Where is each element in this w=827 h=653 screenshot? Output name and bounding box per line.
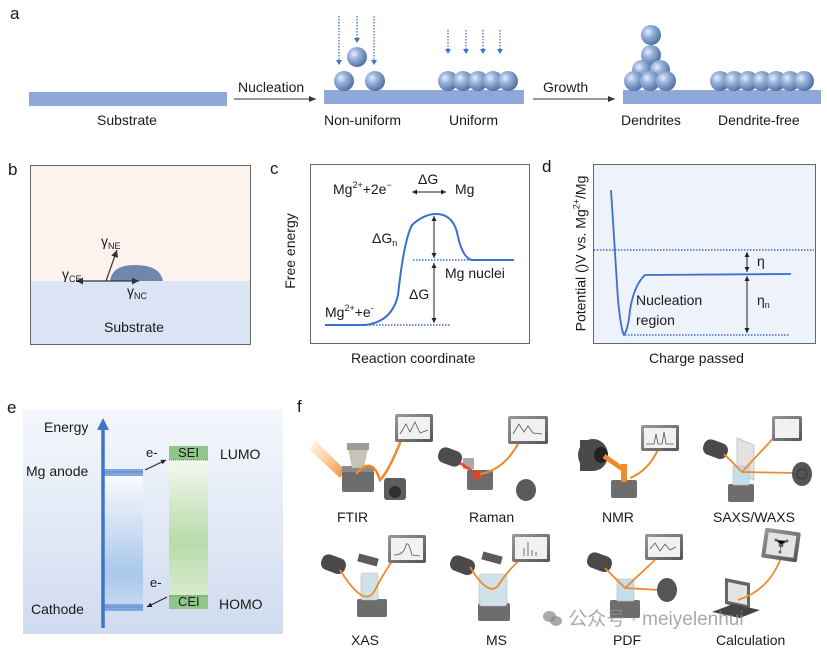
panel-a-graphics [29,16,821,106]
panel-d-label: d [542,157,552,176]
technique-label-nmr: NMR [602,509,634,525]
anode-level [104,469,143,476]
nmr-instrument-icon [578,425,679,498]
watermark-text: 公众号 · meiyelenhui [568,609,744,630]
panel-b-label: b [8,160,18,179]
panel-a-label: a [10,4,20,23]
delta-gn-label: ΔGn [372,230,398,248]
technique-label-ftir: FTIR [337,509,369,525]
free-energy-curve [325,212,514,326]
reaction-product: Mg [455,181,475,197]
anode-label: Mg anode [26,463,89,479]
panel-f-label: f [297,397,302,416]
nucleus-sphere [365,71,385,91]
reaction-reactants: Mg2++2e− [333,180,392,197]
panel-c-label: c [270,159,279,178]
panel-b-substrate-label: Substrate [104,319,164,335]
cei-box [169,595,208,609]
technique-label-calculation: Calculation [716,632,786,648]
gamma-ce-label: γCE [62,266,82,284]
electron-transfer-bottom [146,596,168,608]
d-xlabel: Charge passed [649,350,744,366]
raman-instrument-icon [437,416,548,501]
calculation-icon [712,527,801,618]
nucleation-region-line1: Nucleation [636,292,703,308]
uniform-label: Uniform [449,112,499,128]
nucleus-sphere [347,47,367,67]
panel-e-frame [23,409,283,634]
substrate-region [31,281,250,344]
technique-label-xas: XAS [351,632,380,648]
start-state-label: Mg2++e- [325,303,374,320]
eta-n-label: ηn [757,292,770,310]
electron-label-top: e- [146,445,158,460]
substrate-bar-growth [623,90,821,104]
sei-label: SEI [178,445,199,460]
substrate-label: Substrate [97,112,157,128]
gamma-ne-label: γNE [101,233,121,251]
technique-label-ms: MS [486,632,507,648]
flux-arrows-uniform [447,30,501,49]
pdf-instrument-icon [586,534,683,618]
nucleation-label: Nucleation [238,79,305,95]
dendrite-free-layer [710,71,814,91]
technique-label-saxs-waxs: SAXS/WAXS [713,509,795,525]
homo-label: HOMO [219,596,263,612]
nucleus-sphere [334,71,354,91]
growth-label: Growth [543,79,589,95]
energy-axis-arrowhead [97,418,109,430]
nucleation-region-line2: region [636,312,675,328]
electrode-window [104,476,143,606]
dendrite-free-label: Dendrite-free [718,112,800,128]
ms-instrument-icon [449,534,550,621]
mg-nuclei-label: Mg nuclei [445,265,505,281]
cathode-label: Cathode [31,601,84,617]
technique-label-raman: Raman [469,509,515,525]
nucleus-droplet [110,265,163,281]
substrate-bar-nucleation [324,90,524,104]
saxs-waxs-instrument-icon [702,416,812,502]
delta-g-label: ΔG [409,286,430,302]
sei-box [169,446,208,460]
xas-instrument-icon [320,535,426,617]
technique-label-pdf: PDF [613,632,641,648]
dendrites-label: Dendrites [621,112,681,128]
lumo-label: LUMO [220,446,261,462]
gamma-nc-label: γNC [127,283,147,301]
nonuniform-label: Non-uniform [324,112,402,128]
c-xlabel: Reaction coordinate [351,350,476,366]
cei-label: CEI [178,594,200,609]
reaction-delta-g: ΔG [418,171,439,187]
eta-label: η [757,253,765,269]
substrate-bar [29,92,227,106]
panel-e-label: e [7,398,17,417]
electron-transfer-top [144,459,167,471]
uniform-nuclei [438,71,518,91]
cathode-level [104,604,143,611]
dendrite-stack [624,25,676,91]
energy-axis-label: Energy [44,419,89,435]
potential-curve [610,189,792,337]
electron-label-bottom: e- [150,575,162,590]
wechat-icon [543,611,563,627]
gamma-ne-vector [105,249,118,282]
flux-arrows-nonuniform [338,16,375,60]
watermark: 公众号 · meiyelenhui [543,604,744,631]
ftir-instrument-icon [310,414,433,500]
electrolyte-window [169,460,208,595]
panel-b-frame [30,165,251,345]
